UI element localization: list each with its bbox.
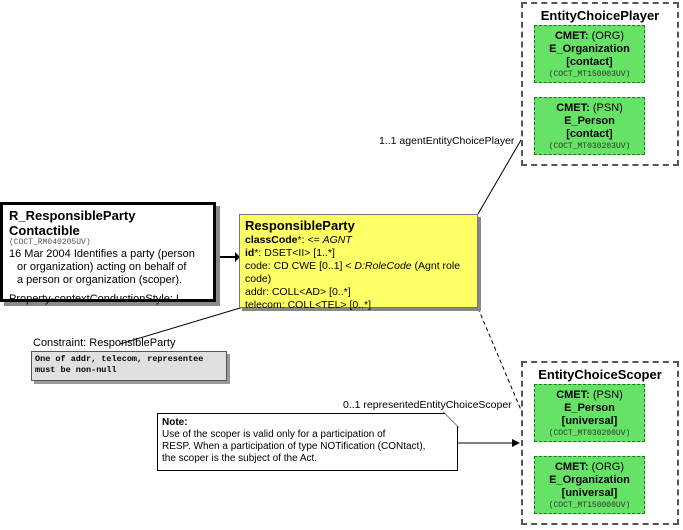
cmet-org-contact: CMET: (ORG) E_Organization [contact] (CO… [534, 25, 645, 83]
constraint-body: One of addr, telecom, representee must b… [31, 351, 227, 381]
cmet-code: (COCT_MT150003UV) [548, 70, 631, 79]
cmet-name: E_Organization [549, 474, 630, 486]
cmet-name: E_Organization [549, 43, 630, 55]
note-box: Note: Use of the scoper is valid only fo… [157, 413, 458, 471]
cmet-name: E_Person [564, 115, 615, 127]
constraint-title: Constraint: ResponsibleParty [33, 337, 176, 349]
cmet-kind: (PSN) [592, 102, 623, 114]
cmet-kind: (ORG) [591, 30, 625, 42]
responsible-party-title: ResponsibleParty [245, 218, 355, 233]
entry-point-box: R_ResponsibleParty Contactible (COCT_RM0… [0, 202, 216, 305]
constraint-line: must be non-null [35, 365, 117, 375]
cmet-code: (COCT_MT030200UV) [548, 429, 631, 438]
cmet-flavor: [contact] [566, 56, 613, 68]
cmet-code: (COCT_MT030203UV) [548, 142, 631, 151]
entry-code: (COCT_RM040205UV) [9, 238, 91, 247]
cmet-org-universal: CMET: (ORG) E_Organization [universal] (… [534, 456, 645, 514]
attr-code: code: CD CWE [0..1] < D:RoleCode (Agnt r… [245, 260, 461, 285]
entry-arrow-head [235, 252, 240, 262]
attr-addr: addr: COLL<AD> [0..*] [245, 286, 351, 298]
note-title: Note: [162, 417, 188, 428]
scoper-association-label: 0..1 representedEntityChoiceScoper [343, 399, 512, 411]
cmet-psn-contact: CMET: (PSN) E_Person [contact] (COCT_MT0… [534, 97, 645, 155]
cmet-flavor: [universal] [561, 415, 618, 427]
attr-classcode: classCode*: <= AGNT [245, 234, 352, 246]
cmet-flavor: [universal] [561, 487, 618, 499]
entity-choice-scoper-title: EntityChoiceScoper [538, 367, 662, 382]
player-association-line [477, 139, 522, 215]
entry-description-line: 16 Mar 2004 Identifies a party (person [9, 248, 195, 260]
note-line: RESP. When a participation of type NOTif… [162, 441, 426, 452]
note-arrow-head [512, 439, 520, 447]
cmet-label: CMET: [556, 102, 590, 114]
cmet-label: CMET: [554, 461, 589, 473]
player-association-label: 1..1 agentEntityChoicePlayer [379, 135, 515, 147]
cmet-kind: (ORG) [591, 461, 625, 473]
entry-title: R_ResponsibleParty Contactible [9, 208, 136, 238]
cmet-flavor: [contact] [566, 128, 613, 140]
cmet-psn-universal: CMET: (PSN) E_Person [universal] (COCT_M… [534, 384, 645, 442]
note-line: Use of the scoper is valid only for a pa… [162, 429, 386, 440]
cmet-label: CMET: [554, 30, 589, 42]
scoper-association-line [477, 307, 522, 411]
note-line: the scoper is the subject of the Act. [162, 453, 318, 464]
attr-id: id*: DSET<II> [1..*] [245, 247, 335, 259]
cmet-name: E_Person [564, 402, 615, 414]
entry-description-line: or organization) acting on behalf of [17, 261, 187, 273]
constraint-line: One of addr, telecom, representee [35, 354, 204, 364]
constraint-arrow-line [119, 304, 251, 345]
entity-choice-player-title: EntityChoicePlayer [540, 8, 660, 23]
cmet-code: (COCT_MT150000UV) [548, 501, 631, 510]
entry-conduction-style: Property-contextConductionStyle: I [9, 293, 179, 305]
cmet-label: CMET: [556, 389, 590, 401]
cmet-kind: (PSN) [592, 389, 623, 401]
attr-telecom: telecom: COLL<TEL> [0..*] [245, 299, 372, 311]
entry-description-line: a person or organization (scoper). [17, 274, 183, 286]
responsible-party-class: ResponsibleParty classCode*: <= AGNT id*… [239, 214, 478, 311]
